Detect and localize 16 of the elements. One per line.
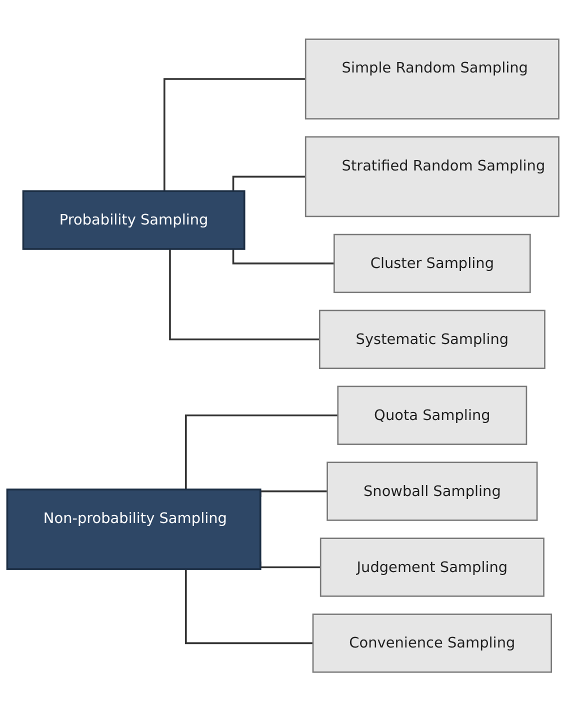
node-box: Cluster Sampling bbox=[334, 234, 531, 293]
connector bbox=[164, 78, 306, 191]
node-box: Convenience Sampling bbox=[312, 613, 552, 673]
node-box: Stratified Random Sampling bbox=[304, 136, 560, 217]
node-box: Quota Sampling bbox=[337, 386, 528, 445]
connector bbox=[169, 248, 320, 340]
node-box: Probability Sampling bbox=[22, 190, 246, 250]
node-box: Snowball Sampling bbox=[326, 462, 538, 521]
connector bbox=[185, 568, 314, 644]
node-box: Non-probability Sampling bbox=[6, 488, 262, 570]
connector bbox=[232, 176, 306, 191]
node-box: Simple Random Sampling bbox=[304, 38, 560, 120]
connector bbox=[185, 414, 338, 490]
node-box: Judgement Sampling bbox=[320, 537, 544, 597]
node-box: Systematic Sampling bbox=[318, 310, 546, 369]
connector bbox=[232, 248, 334, 264]
